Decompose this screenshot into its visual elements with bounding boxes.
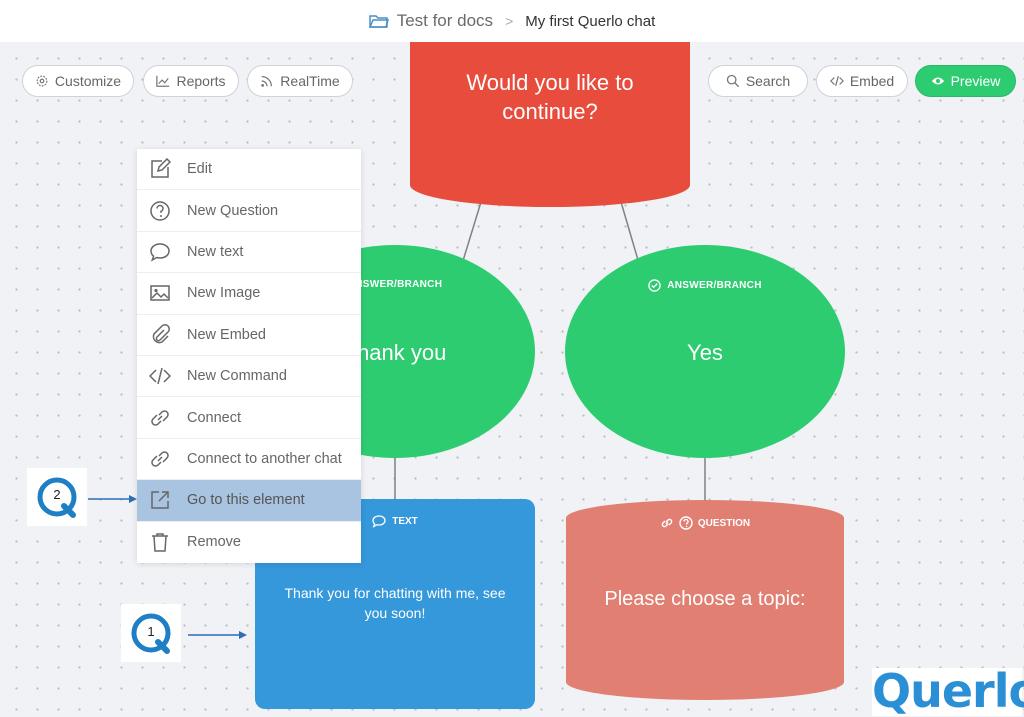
- edit-icon: [151, 158, 171, 178]
- comment-icon: [372, 515, 386, 528]
- search-icon: [726, 74, 739, 88]
- question-node-bottom[interactable]: QUESTION Please choose a topic:: [566, 500, 844, 700]
- menu-item-label: New text: [187, 243, 244, 260]
- menu-item-label: Remove: [187, 534, 241, 551]
- menu-item-label: Go to this element: [187, 492, 305, 509]
- menu-item-label: New Command: [187, 368, 287, 385]
- search-button[interactable]: Search: [708, 65, 808, 97]
- question-tag: QUESTION: [566, 516, 844, 530]
- preview-label: Preview: [950, 73, 1001, 89]
- querlo-logo: Querlo: [872, 664, 1024, 717]
- flow-canvas[interactable]: Customize Reports RealTime Would you lik…: [0, 42, 1024, 717]
- question-tag-label: QUESTION: [697, 517, 751, 529]
- querlo-bubble-icon: [37, 477, 77, 518]
- check-circle-icon: [648, 279, 661, 292]
- arrow-one-icon: [188, 631, 247, 639]
- menu-item-go-to-element[interactable]: Go to this element: [137, 480, 361, 522]
- menu-item-edit[interactable]: Edit: [137, 149, 361, 191]
- text-tag: TEXT: [255, 515, 535, 528]
- flow-connectors: [394, 201, 706, 500]
- menu-item-new-embed[interactable]: New Embed: [137, 315, 361, 356]
- callout-two-number: 2: [53, 487, 61, 502]
- embed-label: Embed: [849, 73, 895, 89]
- breadcrumb-chat[interactable]: My first Querlo chat: [525, 12, 656, 30]
- link-icon: [151, 451, 169, 467]
- trash-icon: [152, 533, 168, 552]
- reports-button[interactable]: Reports: [143, 65, 239, 97]
- menu-item-connect-another-chat[interactable]: Connect to another chat: [137, 439, 361, 481]
- app-header: Test for docs > My first Querlo chat: [0, 0, 1024, 42]
- gear-icon: [36, 75, 48, 87]
- folder-open-icon: [368, 15, 389, 28]
- text-tag-label: TEXT: [392, 516, 418, 527]
- answer-tag-right: ANSWER/BRANCH: [565, 279, 845, 292]
- menu-item-label: New Embed: [187, 326, 266, 343]
- code-icon: [149, 367, 171, 385]
- answer-text-right: Yes: [687, 340, 723, 365]
- realtime-label: RealTime: [280, 73, 340, 89]
- callout-one: 1: [121, 604, 181, 662]
- answer-tag-left-label: ANSWER/BRANCH: [347, 279, 443, 290]
- question-text: Would you like to continue?: [466, 70, 634, 124]
- menu-item-new-text[interactable]: New text: [137, 232, 361, 274]
- link-icon: [151, 409, 169, 426]
- menu-item-label: Connect: [187, 409, 242, 426]
- menu-item-new-image[interactable]: New Image: [137, 273, 361, 315]
- chart-line-icon: [156, 75, 170, 87]
- breadcrumb-separator: >: [505, 13, 514, 29]
- comment-icon: [150, 243, 170, 262]
- callout-one-number: 1: [147, 624, 155, 639]
- question-circle-icon: [150, 200, 170, 221]
- menu-item-label: New Image: [187, 285, 261, 302]
- arrow-two-icon: [88, 495, 137, 503]
- embed-button[interactable]: Embed: [816, 65, 908, 97]
- menu-item-connect[interactable]: Connect: [137, 397, 361, 439]
- paperclip-icon: [152, 323, 170, 344]
- answer-node-right[interactable]: ANSWER/BRANCH Yes: [565, 245, 845, 458]
- realtime-button[interactable]: RealTime: [247, 65, 353, 97]
- question-node-top[interactable]: Would you like to continue?: [410, 42, 690, 207]
- search-label: Search: [745, 73, 791, 89]
- text-node[interactable]: TEXT Thank you for chatting with me, see…: [255, 499, 535, 709]
- context-menu: Edit New Question New text New Image New…: [137, 149, 361, 563]
- callout-two: 2: [27, 468, 87, 526]
- menu-item-new-command[interactable]: New Command: [137, 356, 361, 398]
- customize-button[interactable]: Customize: [22, 65, 134, 97]
- code-icon: [829, 76, 844, 86]
- menu-item-label: Edit: [187, 161, 212, 178]
- reports-label: Reports: [176, 73, 226, 89]
- eye-icon: [931, 77, 944, 85]
- menu-item-new-question[interactable]: New Question: [137, 190, 361, 232]
- answer-tag-left: ANSWER/BRANCH: [255, 279, 535, 290]
- customize-label: Customize: [54, 73, 122, 89]
- text-node-content: Thank you for chatting with me, see you …: [284, 585, 506, 621]
- question-bottom-text: Please choose a topic:: [604, 588, 806, 610]
- menu-item-remove[interactable]: Remove: [137, 522, 361, 563]
- rss-icon: [261, 76, 273, 87]
- external-link-icon: [151, 491, 169, 510]
- answer-tag-right-label: ANSWER/BRANCH: [667, 280, 762, 291]
- menu-item-label: New Question: [187, 202, 279, 219]
- querlo-bubble-icon: [131, 613, 171, 654]
- menu-item-label: Connect to another chat: [187, 450, 342, 467]
- preview-button[interactable]: Preview: [915, 65, 1016, 97]
- image-icon: [150, 285, 170, 302]
- question-circle-icon: [679, 516, 693, 530]
- breadcrumb-doc[interactable]: Test for docs: [396, 11, 494, 30]
- link-icon: [661, 518, 673, 528]
